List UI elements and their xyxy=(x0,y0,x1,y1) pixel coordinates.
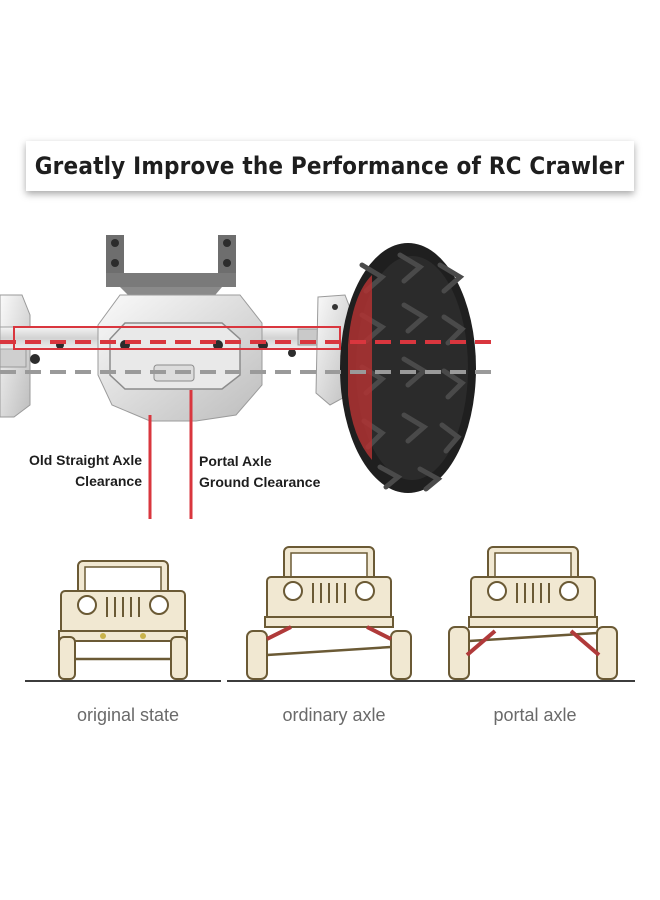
title-banner: Greatly Improve the Performance of RC Cr… xyxy=(26,141,634,191)
banner-title: Greatly Improve the Performance of RC Cr… xyxy=(35,152,625,180)
axle-housing xyxy=(0,294,341,422)
axle-illustration xyxy=(0,235,500,519)
old-axle-label-line1: Old Straight Axle xyxy=(28,452,142,468)
jeep-comparison xyxy=(25,546,635,682)
jeep-original xyxy=(25,560,221,682)
portal-axle-label: Portal Axle Ground Clearance xyxy=(199,451,320,493)
caption-original-state: original state xyxy=(76,705,180,725)
jeep-ordinary xyxy=(227,546,431,682)
caption-portal-axle: portal axle xyxy=(493,705,577,725)
portal-highlight-box xyxy=(13,326,341,350)
clearance-guides xyxy=(0,326,500,519)
caption-ordinary-axle: ordinary axle xyxy=(282,705,386,725)
left-knuckle xyxy=(0,294,31,418)
tire xyxy=(340,243,476,493)
old-axle-label-line2: Clearance xyxy=(75,473,142,489)
portal-axle-label-line2: Ground Clearance xyxy=(199,474,321,490)
old-axle-label: Old Straight Axle Clearance xyxy=(29,450,142,492)
portal-axle-label-line1: Portal Axle xyxy=(199,453,272,469)
jeep-portal xyxy=(431,546,635,682)
